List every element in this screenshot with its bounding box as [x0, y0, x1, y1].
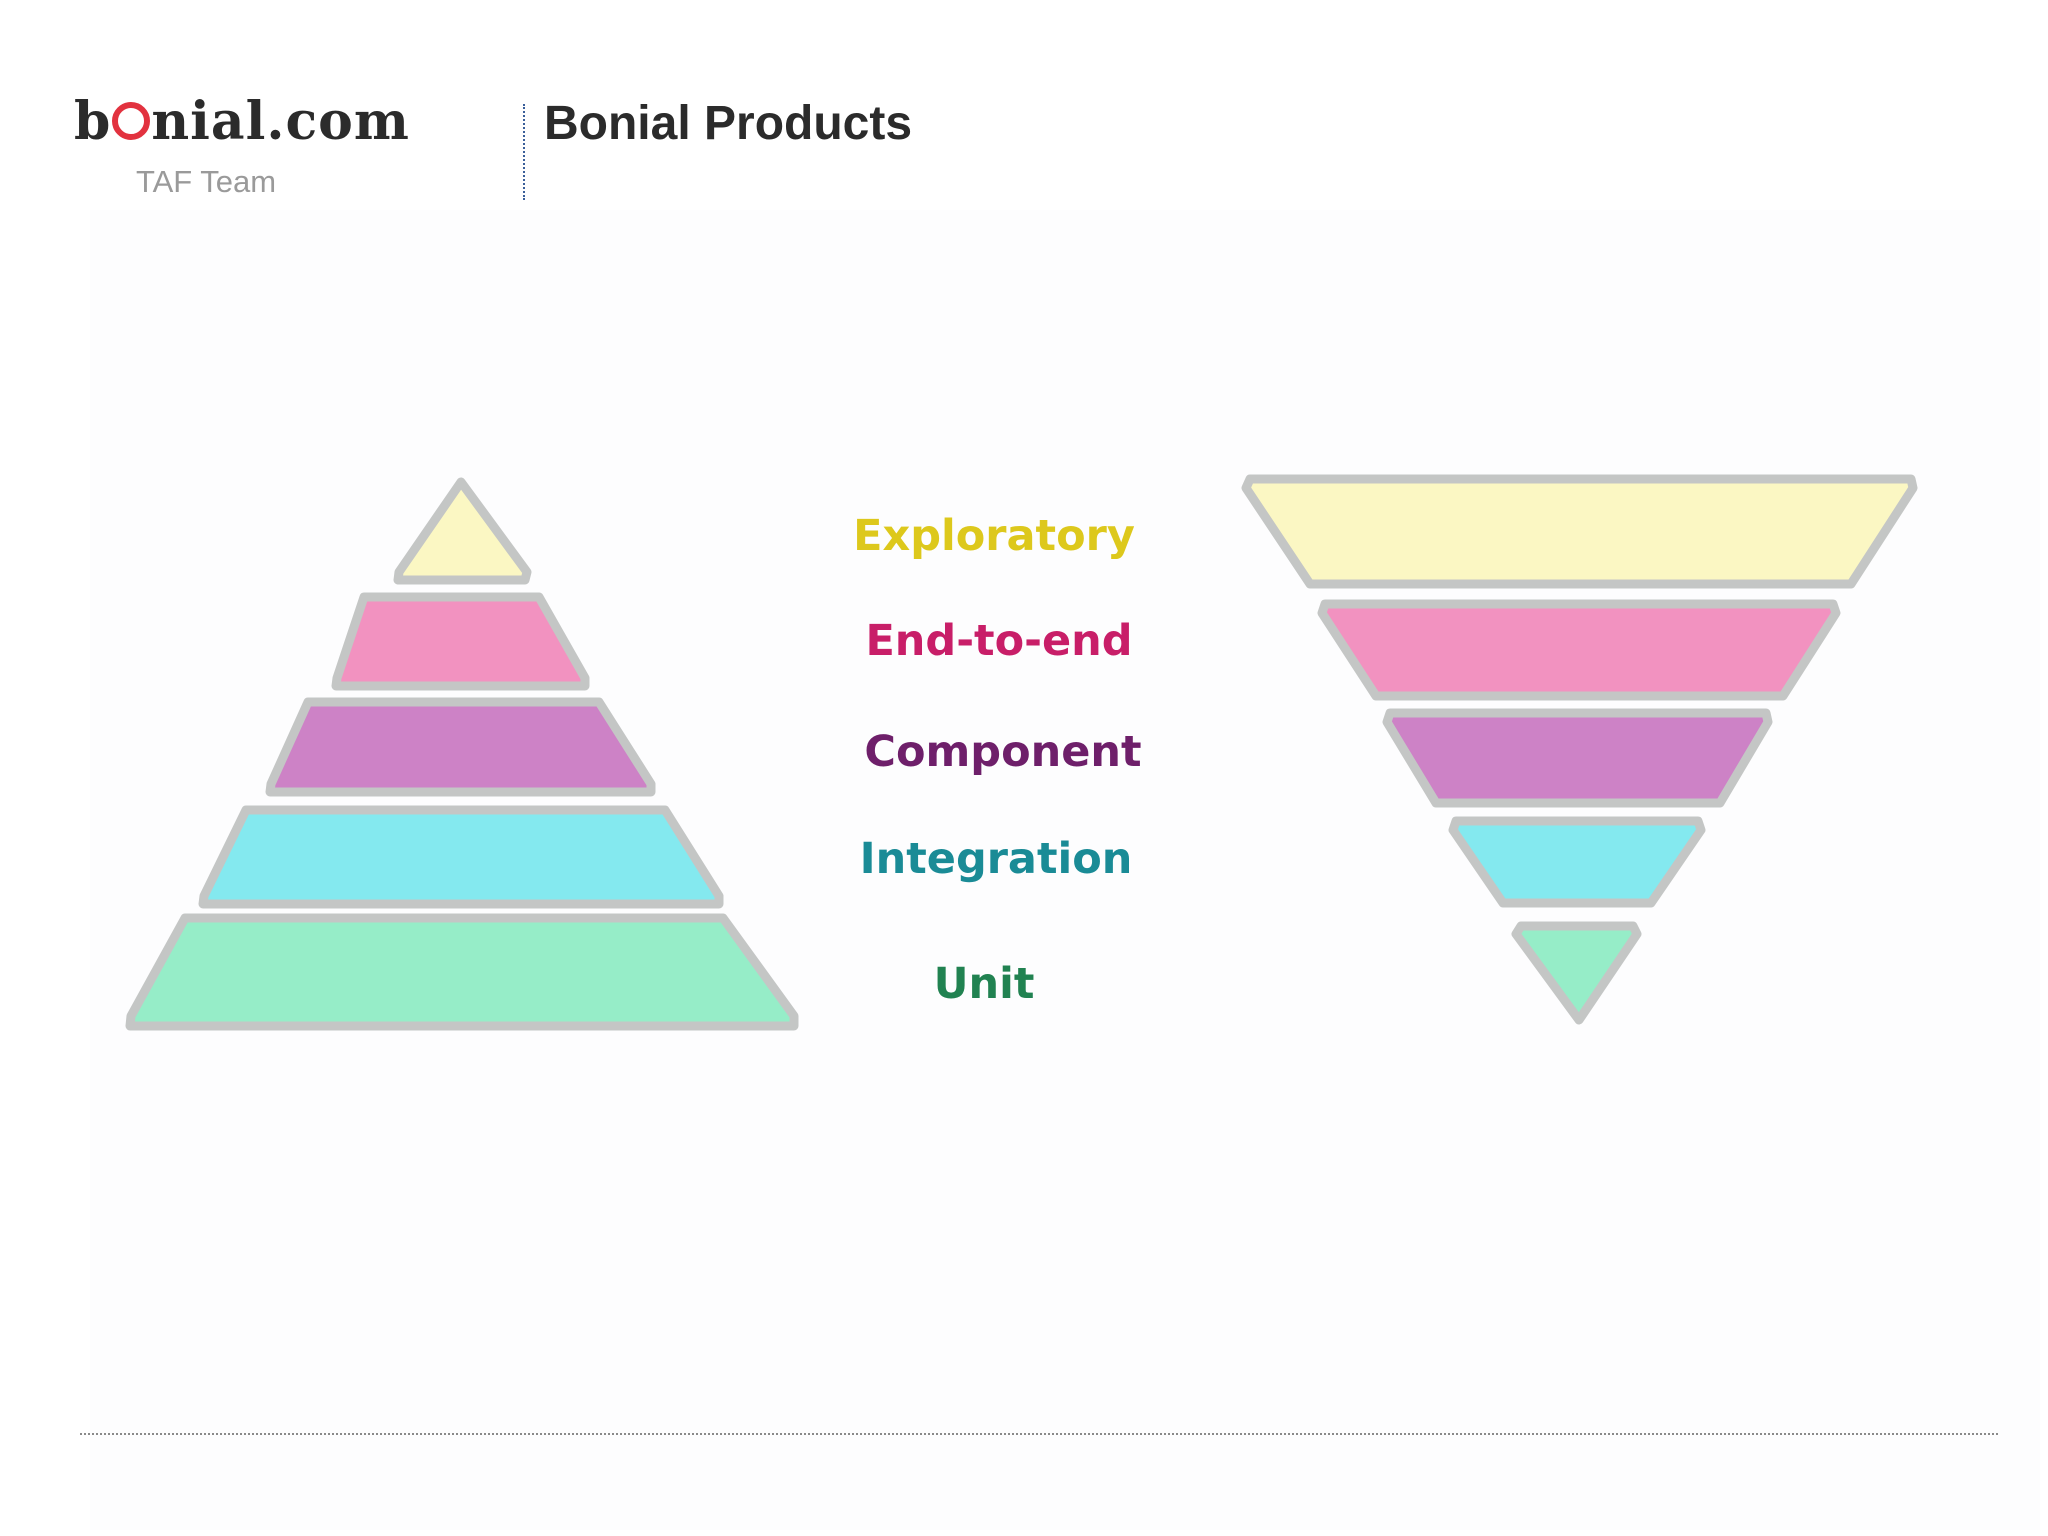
- right-pyramid-end-to-end-layer: [1317, 599, 1841, 701]
- left-test-pyramid: [125, 477, 799, 1031]
- label-end-to-end: End-to-end: [865, 616, 1132, 666]
- team-subtitle: TAF Team: [136, 164, 277, 199]
- left-pyramid-exploratory-layer: [393, 477, 532, 585]
- right-pyramid-unit-layer: [1511, 921, 1642, 1025]
- right-pyramid-integration-layer: [1448, 816, 1706, 908]
- left-pyramid-end-to-end-layer: [331, 592, 590, 691]
- footer-divider: [80, 1433, 1998, 1435]
- logo-prefix: b: [74, 91, 112, 152]
- label-component: Component: [864, 727, 1141, 777]
- logo-suffix: nial.com: [151, 91, 410, 152]
- left-pyramid-component-layer: [265, 697, 656, 797]
- layer-labels: Exploratory End-to-end Component Integra…: [853, 511, 1141, 1009]
- label-integration: Integration: [860, 834, 1133, 884]
- left-pyramid-integration-layer: [198, 805, 724, 909]
- label-exploratory: Exploratory: [853, 511, 1135, 561]
- title-divider: [523, 104, 525, 200]
- label-unit: Unit: [934, 959, 1035, 1009]
- left-pyramid-unit-layer: [125, 913, 799, 1031]
- right-pyramid-component-layer: [1382, 708, 1773, 808]
- logo-o-mark-icon: [112, 102, 151, 140]
- page-title: Bonial Products: [544, 97, 913, 150]
- right-inverted-pyramid: [1241, 474, 1918, 1025]
- right-pyramid-exploratory-layer: [1241, 474, 1918, 589]
